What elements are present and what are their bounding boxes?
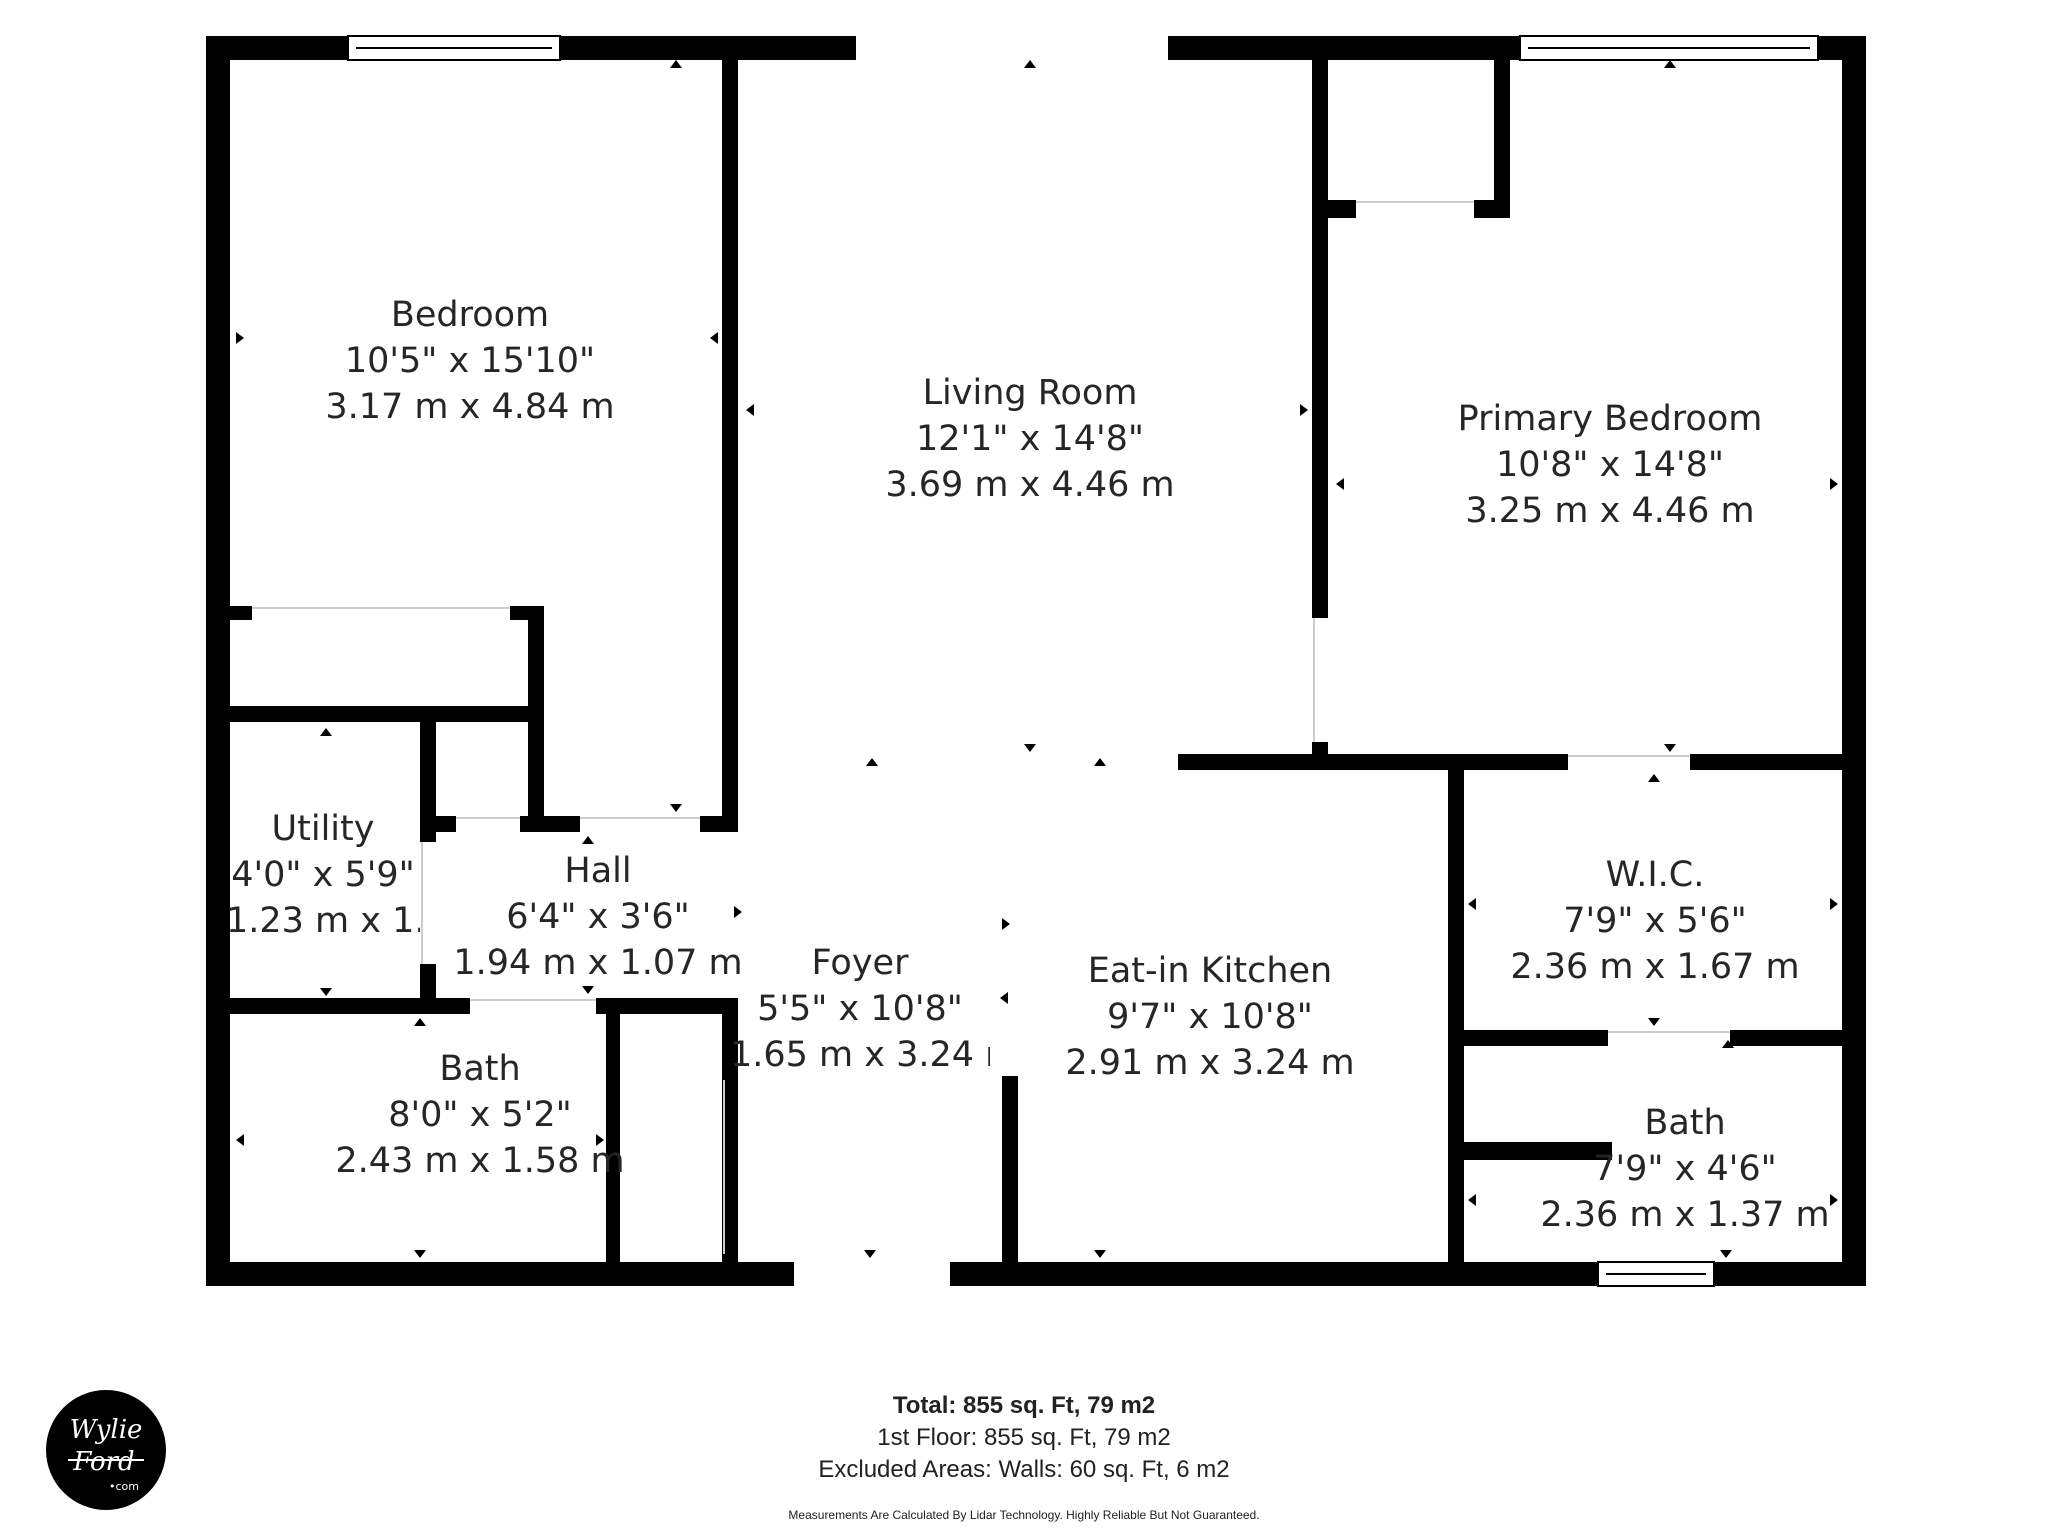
room-label-wic: W.I.C. 7'9" x 5'6" 2.36 m x 1.67 m: [1500, 852, 1810, 990]
room-label-hall: Hall 6'4" x 3'6" 1.94 m x 1.07 m: [448, 848, 748, 986]
room-label-foyer: Foyer 5'5" x 10'8" 1.65 m x 3.24 m: [730, 940, 990, 1078]
room-imperial: 7'9" x 4'6": [1593, 1149, 1777, 1189]
room-label-eat-in-kitchen: Eat-in Kitchen 9'7" x 10'8" 2.91 m x 3.2…: [1040, 948, 1380, 1086]
room-name: Utility: [271, 809, 375, 849]
room-name: Bath: [439, 1049, 521, 1089]
room-imperial: 10'8" x 14'8": [1495, 445, 1724, 485]
wall-foyer-left-upper: [722, 998, 738, 1278]
wall-utility-right-lower: [420, 964, 436, 1006]
excluded-area: Excluded Areas: Walls: 60 sq. Ft, 6 m2: [818, 1456, 1230, 1483]
total-area: Total: 855 sq. Ft, 79 m2: [892, 1392, 1156, 1419]
room-label-utility: Utility 4'0" x 5'9" 1.23 m x 1.76 m: [226, 806, 420, 944]
wall-kitchen-left: [1002, 1076, 1018, 1276]
room-label-bath-2: Bath 7'9" x 4'6" 2.36 m x 1.37 m: [1540, 1100, 1830, 1238]
walls: [206, 36, 1866, 1286]
wall-bath-top-b: [596, 998, 736, 1014]
room-metric: 2.43 m x 1.58 m: [335, 1141, 625, 1181]
wall-wic-left: [1448, 766, 1464, 1266]
room-imperial: 4'0" x 5'9": [231, 855, 415, 895]
room-name: Bedroom: [390, 295, 550, 335]
room-metric: 1.94 m x 1.07 m: [453, 943, 743, 983]
wall-closet-left: [226, 606, 252, 620]
room-label-bedroom: Bedroom 10'5" x 15'10" 3.17 m x 4.84 m: [300, 292, 640, 430]
logo: Wylie Ford •com: [46, 1390, 166, 1510]
wall-closet-v: [528, 606, 544, 714]
wall-left: [206, 36, 230, 1286]
room-imperial: 10'5" x 15'10": [344, 341, 596, 381]
wall-bath-top-a: [226, 998, 470, 1014]
room-metric: 2.91 m x 3.24 m: [1065, 1043, 1355, 1083]
room-label-bath: Bath 8'0" x 5'2" 2.43 m x 1.58 m: [320, 1046, 640, 1184]
room-name: Living Room: [922, 373, 1138, 413]
opening-living-top: [856, 36, 1168, 60]
room-metric: 3.25 m x 4.46 m: [1465, 491, 1755, 531]
wall-wic-bottom-b: [1730, 1030, 1856, 1046]
logo-mark: Wylie Ford •com: [68, 1415, 144, 1493]
wall-hall-top-c: [700, 816, 738, 832]
room-metric: 2.36 m x 1.67 m: [1510, 947, 1800, 987]
room-imperial: 5'5" x 10'8": [757, 989, 963, 1029]
room-name: W.I.C.: [1605, 855, 1705, 895]
wall-living-right: [1312, 56, 1328, 618]
wall-hall-top-b: [520, 816, 580, 832]
room-imperial: 8'0" x 5'2": [388, 1095, 572, 1135]
door-foyer-entry: [794, 1262, 950, 1286]
room-label-primary-bedroom: Primary Bedroom 10'8" x 14'8" 3.25 m x 4…: [1430, 396, 1790, 534]
wall-utility-right-upper: [420, 706, 436, 842]
room-imperial: 6'4" x 3'6": [506, 897, 690, 937]
wall-primary-closet-v: [1494, 56, 1510, 218]
room-metric: 2.36 m x 1.37 m: [1540, 1195, 1830, 1235]
disclaimer: Measurements Are Calculated By Lidar Tec…: [788, 1508, 1260, 1522]
room-name: Bath: [1644, 1103, 1726, 1143]
wall-bath2-counter: [1460, 1142, 1612, 1160]
wall-bedroom-right: [722, 56, 738, 832]
room-metric: 1.23 m x 1.76 m: [226, 901, 420, 941]
wall-bottom: [206, 1262, 1866, 1286]
wall-utility-top: [226, 706, 542, 722]
wall-wic-bottom-a: [1460, 1030, 1608, 1046]
room-name: Primary Bedroom: [1457, 399, 1763, 439]
wall-primary-closet-a: [1326, 200, 1356, 218]
room-imperial: 9'7" x 10'8": [1107, 997, 1313, 1037]
wall-primary-bottom-b: [1690, 754, 1856, 770]
room-name: Eat-in Kitchen: [1087, 951, 1333, 991]
windows: [252, 35, 1819, 1287]
room-metric: 1.65 m x 3.24 m: [730, 1035, 990, 1075]
room-name: Hall: [564, 851, 632, 891]
floor-area: 1st Floor: 855 sq. Ft, 79 m2: [877, 1424, 1171, 1451]
dimension-markers: [236, 60, 1838, 1258]
room-imperial: 12'1" x 14'8": [915, 419, 1144, 459]
wall-hall-top-a: [436, 816, 456, 832]
room-imperial: 7'9" x 5'6": [1563, 901, 1747, 941]
wall-primary-bottom-a: [1178, 754, 1568, 770]
wall-hall-v: [528, 706, 544, 832]
wall-right: [1842, 36, 1866, 1286]
room-name: Foyer: [811, 943, 909, 983]
room-metric: 3.17 m x 4.84 m: [325, 387, 615, 427]
svg-text:Ford: Ford: [72, 1447, 134, 1477]
svg-text:Wylie: Wylie: [70, 1415, 143, 1445]
svg-text:•com: •com: [109, 1480, 139, 1493]
room-label-living-room: Living Room 12'1" x 14'8" 3.69 m x 4.46 …: [860, 370, 1200, 508]
wall-bath-right: [606, 998, 620, 1278]
room-metric: 3.69 m x 4.46 m: [885, 465, 1175, 505]
